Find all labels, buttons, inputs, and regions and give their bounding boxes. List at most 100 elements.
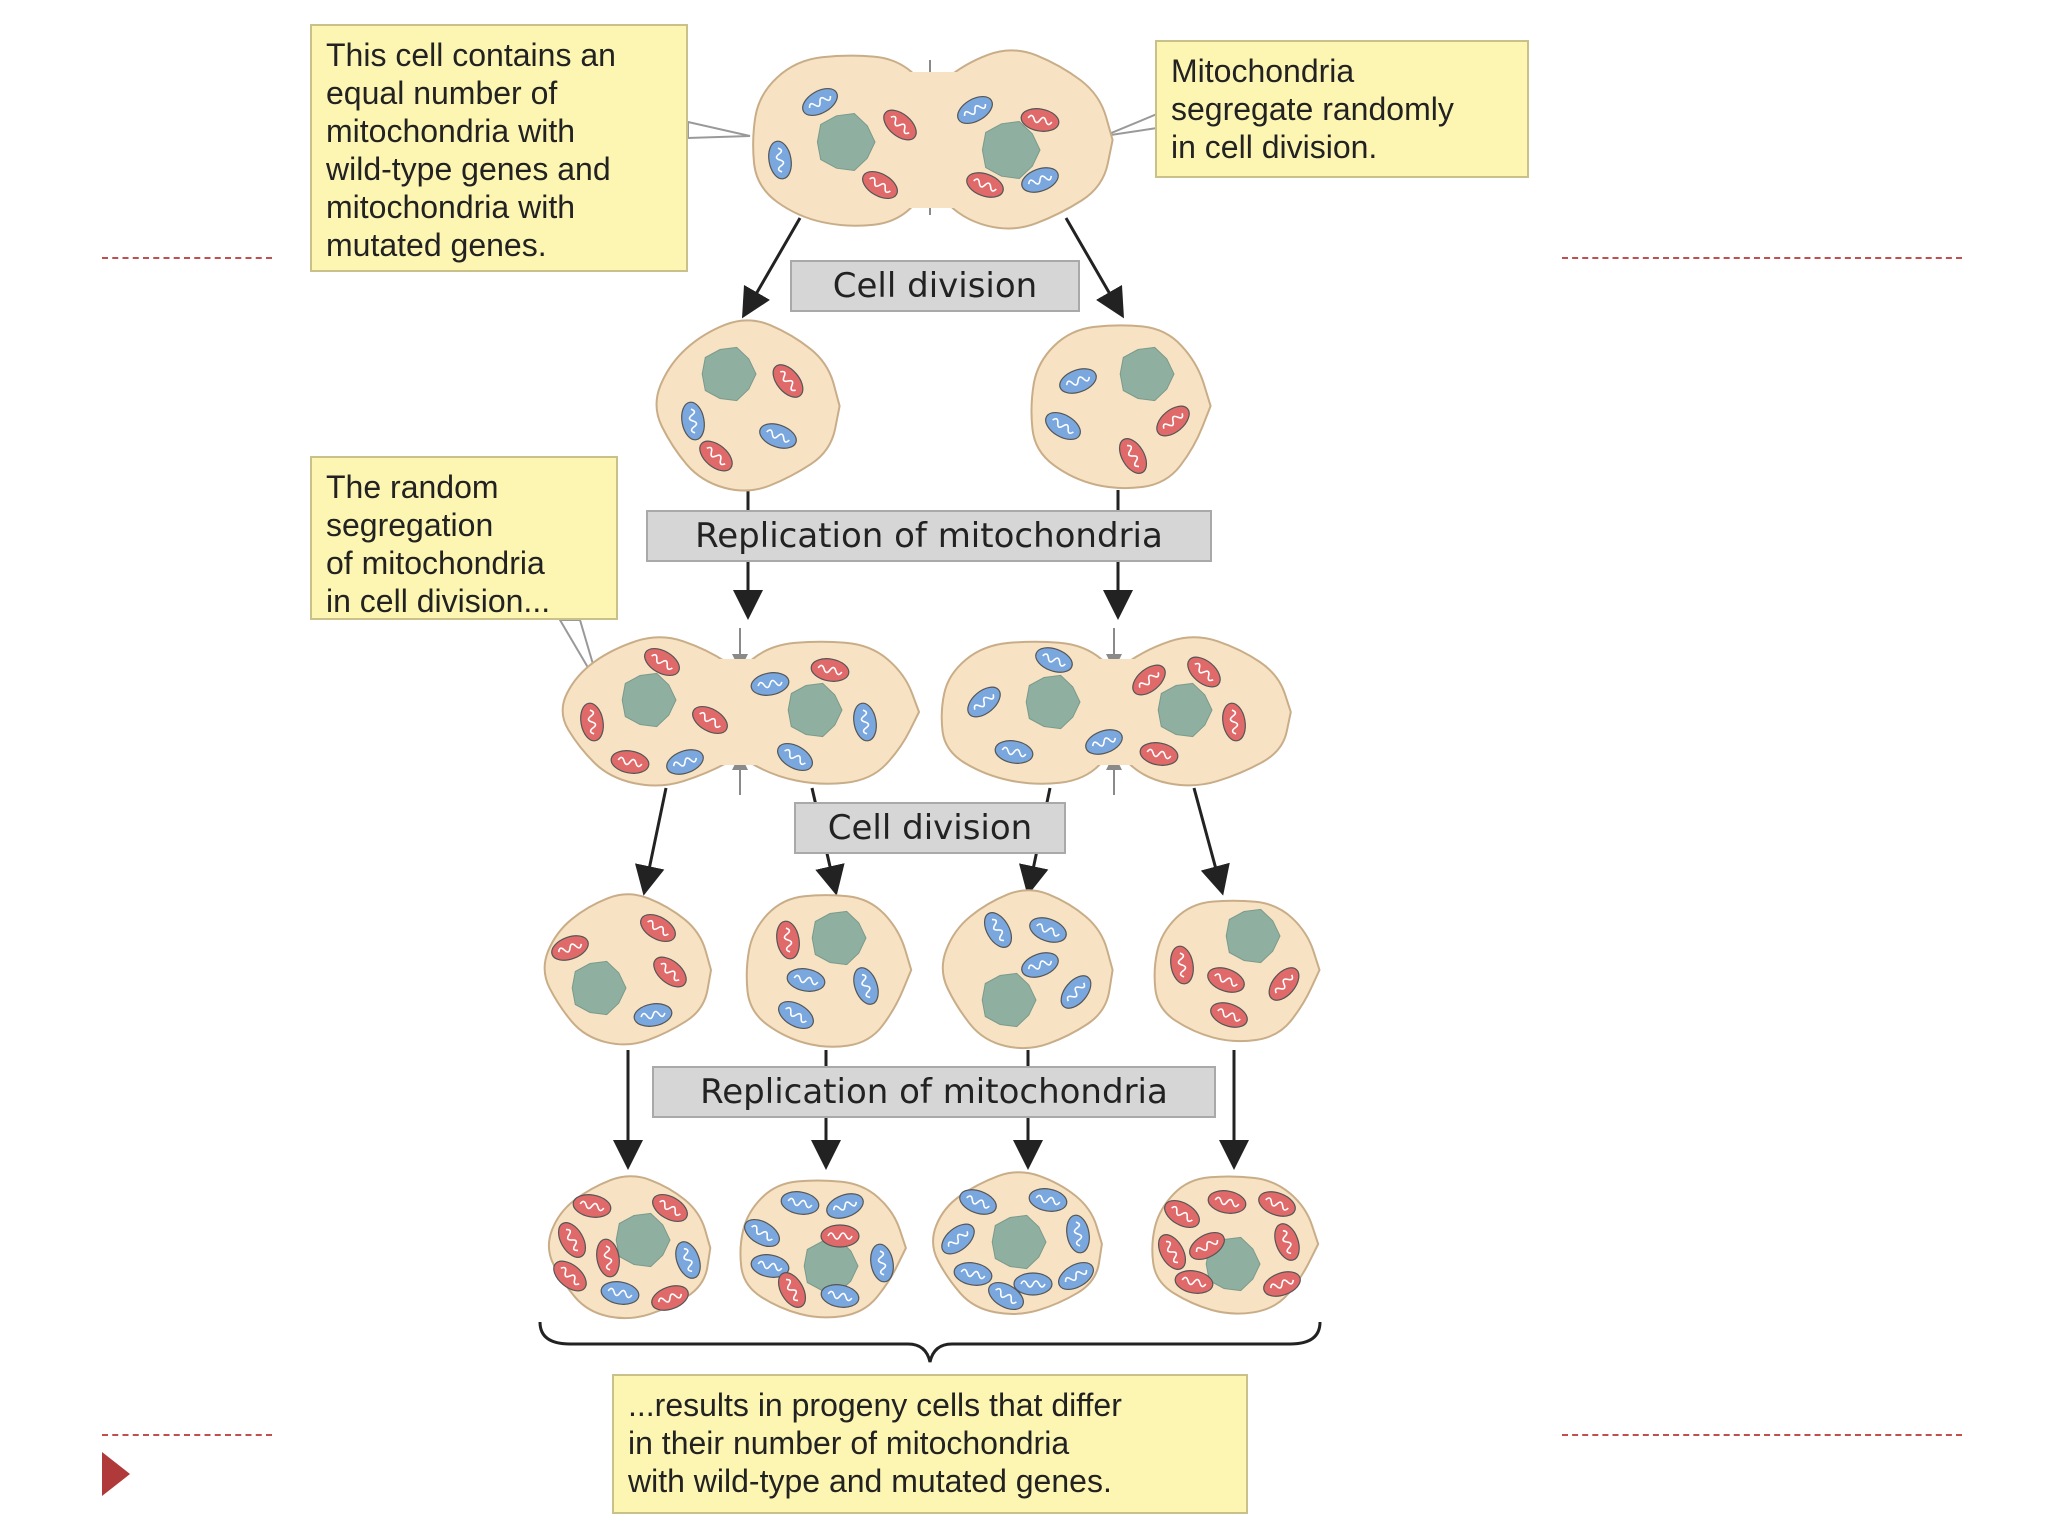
wild-type-mitochondrion	[959, 1189, 997, 1215]
nucleus	[571, 960, 627, 1016]
cell-gen2-right-dividing	[940, 636, 1292, 787]
mitochondrion-cristae	[657, 1293, 683, 1303]
mutated-mitochondrion	[692, 705, 728, 735]
mitochondrion-cristae	[793, 974, 819, 986]
cell-gen3-3	[941, 889, 1114, 1050]
mutated-mitochondrion	[572, 1194, 612, 1218]
mutated-mitochondrion	[810, 658, 850, 682]
mutated-mitochondrion	[651, 1285, 689, 1311]
mitochondrion-cristae	[1052, 417, 1074, 435]
flow-arrow	[1064, 217, 1125, 319]
flow-arrow	[634, 787, 668, 896]
cell-membrane	[543, 893, 713, 1046]
wild-type-mitochondrion	[1021, 952, 1059, 978]
mitochondrion-cristae	[775, 147, 785, 173]
cell-progeny-3	[932, 1171, 1103, 1315]
mitochondrion-cristae	[660, 962, 680, 982]
mitochondrion-cristae	[603, 1245, 613, 1271]
mutated-mitochondrion	[1157, 1234, 1187, 1270]
mitochondrion-cristae	[808, 95, 832, 109]
mitochondrion-cristae	[780, 370, 796, 392]
mitochondrion-cristae	[860, 709, 870, 735]
mitochondrion-cristae	[587, 709, 597, 735]
mutated-mitochondrion	[640, 913, 676, 943]
callout-line: Mitochondria	[1171, 53, 1355, 89]
mitochondrion-cristae	[1020, 1280, 1046, 1288]
mutated-mitochondrion	[1139, 742, 1179, 766]
callout-line: This cell contains an	[326, 37, 616, 73]
mitochondrion-cristae	[659, 1199, 681, 1217]
mitochondrion-cristae	[1027, 175, 1053, 185]
wild-type-mitochondrion	[633, 1003, 673, 1027]
wild-type-mitochondrion	[953, 1262, 993, 1286]
wild-type-mitochondrion	[826, 1193, 864, 1219]
mitochondrion-cristae	[706, 446, 726, 466]
callout-pointer-random-segregation	[558, 619, 601, 689]
wild-type-mitochondrion	[1058, 1261, 1094, 1291]
cell-progeny-4	[1151, 1175, 1320, 1315]
mitochondrion-cristae	[1027, 114, 1053, 126]
mutated-mitochondrion	[966, 172, 1004, 198]
callout-line: segregate randomly	[1171, 91, 1454, 127]
wild-type-mitochondrion	[780, 1191, 820, 1215]
dashed-rule-top-left	[102, 257, 272, 259]
mitochondrion-cristae	[785, 1006, 807, 1024]
wild-type-mitochondrion	[750, 1254, 790, 1278]
callout-line: in cell division...	[326, 583, 551, 619]
play-triangle-icon	[102, 1452, 130, 1496]
mitochondrion-cristae	[869, 176, 891, 194]
mitochondrion-cristae	[817, 664, 843, 676]
mutated-mitochondrion	[1207, 967, 1245, 993]
mitochondrion-cristae	[1001, 746, 1027, 758]
wild-type-mitochondrion	[1029, 917, 1067, 943]
wild-type-mitochondrion	[853, 702, 877, 742]
mutated-mitochondrion	[1164, 1199, 1200, 1229]
callout-line: ...results in progeny cells that differ	[628, 1387, 1122, 1423]
callout-line: wild-type genes and	[326, 151, 611, 187]
mitochondrion-cristae	[1181, 1276, 1207, 1288]
wild-type-mitochondrion	[759, 423, 797, 449]
dashed-rule-bottom-left	[102, 1434, 272, 1436]
mitochondrion-cristae	[1091, 737, 1117, 747]
cell-parent-dividing	[752, 49, 1114, 230]
mitochondrion-cristae	[1282, 1229, 1292, 1255]
mutated-mitochondrion	[772, 364, 804, 398]
mitochondrion-cristae	[947, 1231, 969, 1247]
callout-line: with wild-type and mutated genes.	[628, 1463, 1112, 1499]
mitochondrion-cristae	[784, 748, 806, 766]
mutated-mitochondrion	[1207, 1190, 1247, 1214]
cell-gen3-2	[745, 894, 913, 1048]
wild-type-mitochondrion	[777, 742, 813, 772]
wild-type-mitochondrion	[1066, 1214, 1090, 1254]
cell-gen2-left-dividing	[561, 636, 921, 787]
callout-random-segregation: The random segregation of mitochondria i…	[310, 456, 618, 620]
wild-type-mitochondrion	[1021, 167, 1059, 193]
mutated-mitochondrion	[862, 170, 898, 200]
mitochondrion-cristae	[766, 429, 790, 443]
wild-type-mitochondrion	[1059, 368, 1097, 394]
nucleus	[816, 112, 876, 172]
mutated-mitochondrion	[1156, 405, 1190, 437]
callout-line: of mitochondria	[326, 545, 545, 581]
mutated-mitochondrion	[1222, 702, 1246, 742]
wild-type-mitochondrion	[957, 95, 993, 125]
wild-type-mitochondrion	[1035, 647, 1073, 673]
mutated-mitochondrion	[1174, 1270, 1214, 1294]
mitochondrion-cristae	[1065, 376, 1091, 386]
mutated-mitochondrion	[699, 440, 733, 472]
mitochondrion-cristae	[991, 918, 1005, 942]
mitochondrion-cristae	[1066, 982, 1086, 1002]
nucleus	[981, 972, 1037, 1028]
mitochondrion-cristae	[1269, 1279, 1295, 1289]
mitochondrion-cristae	[565, 1228, 579, 1252]
mitochondrion-cristae	[827, 1232, 853, 1240]
mutated-mitochondrion	[1020, 108, 1060, 132]
mitochondrion-cristae	[651, 653, 673, 671]
nucleus	[1225, 908, 1281, 964]
mitochondrion-cristae	[827, 1290, 853, 1302]
mutated-mitochondrion	[1189, 1231, 1225, 1261]
mitochondrion-cristae	[683, 1247, 693, 1273]
mutated-mitochondrion	[820, 1224, 860, 1248]
cell-gen1-right	[1030, 324, 1212, 490]
